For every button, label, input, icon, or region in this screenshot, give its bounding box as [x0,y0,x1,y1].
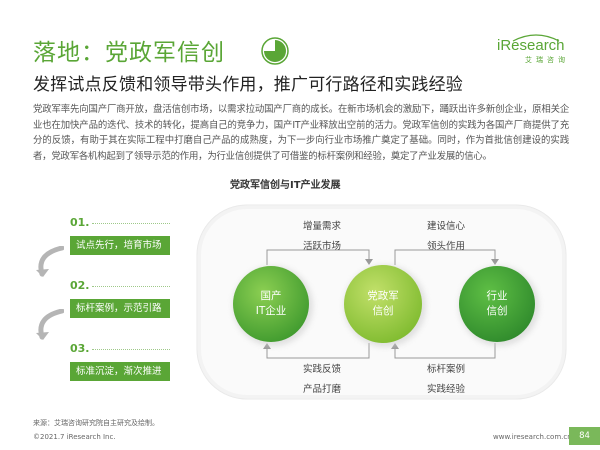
copyright: ©2021.7 iResearch Inc. [33,433,116,441]
circle-right-text: 行业 信创 [459,289,535,319]
step-3-label: 标准沉淀，渐次推进 [70,362,170,381]
body-paragraph: 党政军率先向国产厂商开放，盘活信创市场，以需求拉动国产厂商的成长。在新市场机会的… [33,104,569,162]
diagram-title: 党政军信创与IT产业发展 [230,180,341,191]
logo-wordmark: iResearch [497,37,565,54]
step-1-label: 试点先行，培育市场 [70,236,170,255]
step-2-label: 标杆案例，示范引路 [70,299,170,318]
circle-domestic-it [233,266,309,342]
website-link[interactable]: www.iresearch.com.cn [493,433,572,441]
circle-left-text: 国产 IT企业 [233,289,309,319]
label-bottom-left-2: 产品打磨 [303,384,342,395]
label-bottom-right-2: 实践经验 [427,384,466,395]
label-top-left-2: 活跃市场 [303,241,342,252]
circle-center-line-1: 党政军 [367,290,399,302]
circle-industry [459,266,535,342]
step-1-divider [92,223,170,224]
diagram-frame [196,204,567,400]
progress-pie-icon [261,37,289,65]
circle-center-text: 党政军 信创 [345,289,421,319]
step-3-number: 03. [70,342,90,355]
circle-center-line-2: 信创 [372,305,394,317]
circle-right-line-1: 行业 [486,290,508,302]
circle-party-gov [344,265,422,343]
circle-right-line-2: 信创 [486,305,508,317]
page-subtitle: 发挥试点反馈和领导带头作用，推广可行路径和实践经验 [33,75,463,95]
source-note: 来源：艾瑞咨询研究院自主研究及绘制。 [33,419,159,427]
step-1-number: 01. [70,216,90,229]
label-bottom-left-1: 实践反馈 [303,364,342,375]
step-2-divider [92,286,170,287]
page-title: 落地：党政军信创 [33,40,225,66]
label-top-right-2: 领头作用 [427,241,466,252]
flow-diagram: 增量需求 活跃市场 建设信心 领头作用 实践反馈 产品打磨 标杆案例 实践经验 … [195,203,568,401]
curve-arrow-icon [36,309,64,340]
curve-arrow-icon [36,246,64,277]
label-top-right-1: 建设信心 [427,221,466,232]
label-top-left-1: 增量需求 [303,221,342,232]
step-3-divider [92,349,170,350]
label-bottom-right-1: 标杆案例 [427,364,466,375]
logo-subtext: 艾瑞咨询 [525,56,569,64]
circle-left-line-1: 国产 [260,290,282,302]
circle-left-line-2: IT企业 [255,305,287,317]
iresearch-logo: iResearch 艾瑞咨询 [497,33,569,67]
page-number: 84 [569,427,600,445]
step-2-number: 02. [70,279,90,292]
